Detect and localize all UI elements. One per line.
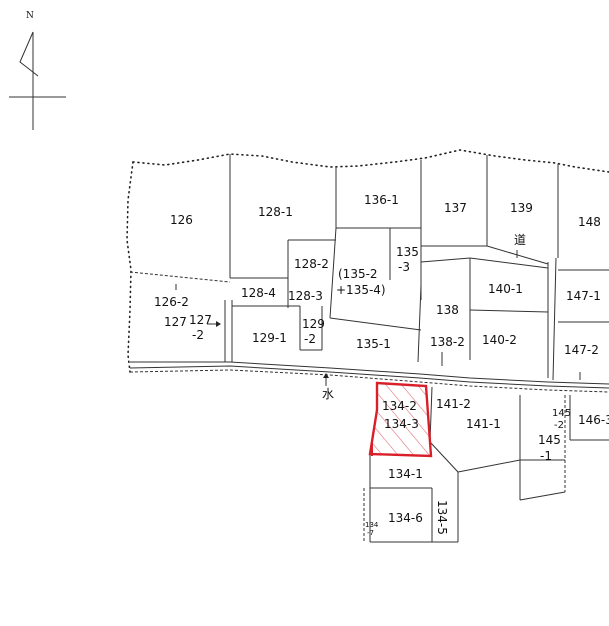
parcel-145-1-top: 145 — [538, 433, 561, 447]
parcel-138: 138 — [436, 303, 459, 317]
parcel-135-4: +135-4) — [336, 283, 386, 297]
district-boundary — [132, 149, 609, 173]
parcel-126: 126 — [170, 213, 193, 227]
parcel-127-2-bottom: -2 — [192, 328, 204, 342]
parcel-146-3: 146-3 — [578, 413, 609, 427]
parcel-129-1: 129-1 — [252, 331, 287, 345]
parcel-145-1-bottom: -1 — [540, 449, 552, 463]
parcel-145-2-top: 145 — [552, 408, 571, 419]
parcel-128-1: 128-1 — [258, 205, 293, 219]
north-label: N — [26, 11, 34, 21]
parcel-134-7-bottom: -7 — [367, 529, 374, 537]
road-label: 道 — [514, 233, 526, 247]
parcel-128-2: 128-2 — [294, 257, 329, 271]
parcel-137: 137 — [444, 201, 467, 215]
parcel-134-5: 134-5 — [435, 500, 449, 535]
parcel-129-2-top: 129 — [302, 317, 325, 331]
parcel-126-2: 126-2 — [154, 295, 189, 309]
parcel-134-1: 134-1 — [388, 467, 423, 481]
parcel-134-3: 134-3 — [384, 417, 419, 431]
parcel-141-2: 141-2 — [436, 397, 471, 411]
parcel-135-1: 135-1 — [356, 337, 391, 351]
dimension-markers — [175, 250, 581, 386]
highlighted-parcel-134-2-134-3[interactable] — [368, 381, 433, 458]
parcel-134-7-top: 134 — [365, 521, 379, 529]
parcel-128-3: 128-3 — [288, 289, 323, 303]
parcel-147-1: 147-1 — [566, 289, 601, 303]
parcel-127: 127 — [164, 315, 187, 329]
parcel-148: 148 — [578, 215, 601, 229]
parcel-127-2-top: 127 — [189, 313, 212, 327]
parcel-134-6: 134-6 — [388, 511, 423, 525]
north-arrow-icon: N — [9, 11, 66, 130]
parcel-136-1: 136-1 — [364, 193, 399, 207]
parcel-147-2: 147-2 — [564, 343, 599, 357]
parcel-140-2: 140-2 — [482, 333, 517, 347]
parcel-135-3-top: 135 — [396, 245, 419, 259]
parcel-135-2: (135-2 — [338, 267, 378, 281]
parcel-139: 139 — [510, 201, 533, 215]
parcel-140-1: 140-1 — [488, 282, 523, 296]
parcel-135-3-bottom: -3 — [398, 260, 410, 274]
parcel-128-4: 128-4 — [241, 286, 276, 300]
parcel-141-1: 141-1 — [466, 417, 501, 431]
parcel-134-2: 134-2 — [382, 399, 417, 413]
parcel-145-2-bottom: -2 — [554, 420, 564, 431]
parcel-labels: 126 128-1 136-1 137 139 148 道 128-2 (135… — [154, 193, 609, 537]
water-label: 水 — [322, 387, 334, 401]
parcel-129-2-bottom: -2 — [304, 332, 316, 346]
parcel-138-2: 138-2 — [430, 335, 465, 349]
